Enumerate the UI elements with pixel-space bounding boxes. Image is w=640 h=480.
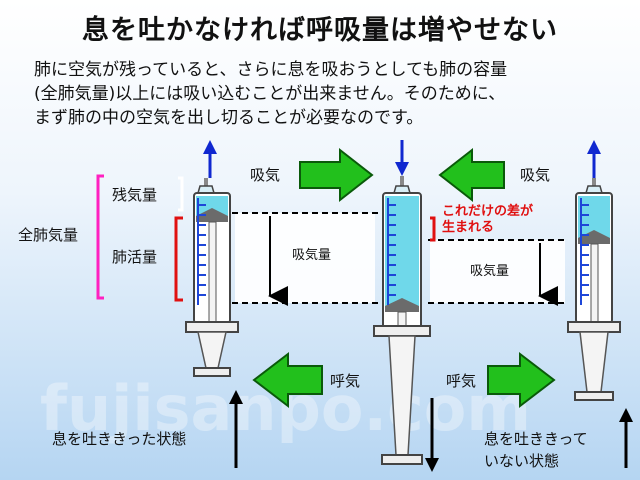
state-label-not-exhaled-line-2: いない状態 bbox=[484, 452, 560, 470]
inhale-arrow-right-to-middle bbox=[438, 147, 505, 203]
syringe-exhaled bbox=[185, 178, 239, 377]
difference-bracket bbox=[430, 216, 436, 242]
exhale-label-left: 呼気 bbox=[330, 372, 361, 390]
airflow-up-arrow-left bbox=[203, 140, 217, 178]
inhale-label-right: 吸気 bbox=[520, 166, 551, 184]
total-capacity-bracket bbox=[96, 174, 104, 300]
exhale-arrow-middle-to-right bbox=[487, 351, 556, 409]
exhale-label-right: 呼気 bbox=[446, 372, 477, 390]
intro-line-1: 肺に空気が残っていると、さらに息を吸おうとしても肺の容量 bbox=[34, 60, 508, 80]
airflow-down-arrow-middle bbox=[395, 140, 409, 176]
vital-capacity-bracket bbox=[174, 216, 183, 302]
airflow-up-arrow-right bbox=[587, 140, 601, 178]
exhale-arrow-middle-to-left bbox=[252, 351, 323, 409]
inhale-arrow-left-to-middle bbox=[299, 147, 374, 203]
syringe-full-inhale bbox=[373, 176, 431, 465]
difference-label-line-1: これだけの差が bbox=[442, 204, 534, 219]
difference-label-line-2: 生まれる bbox=[442, 220, 495, 235]
tidal-volume-label-left: 吸気量 bbox=[292, 248, 332, 263]
total-capacity-label: 全肺気量 bbox=[18, 226, 79, 244]
tidal-volume-label-right: 吸気量 bbox=[470, 264, 510, 279]
syringe-partial-exhale bbox=[567, 178, 621, 401]
inhale-label-left: 吸気 bbox=[250, 166, 281, 184]
difference-label: これだけの差が 生まれる bbox=[442, 204, 533, 236]
intro-text: 肺に空気が残っていると、さらに息を吸おうとしても肺の容量 (全肺気量)以上には吸… bbox=[34, 58, 634, 130]
residual-volume-label: 残気量 bbox=[112, 186, 158, 204]
push-up-arrow-left bbox=[229, 390, 243, 468]
pull-down-arrow-middle bbox=[425, 398, 439, 472]
page-title: 息を吐かなければ呼吸量は増やせない bbox=[82, 15, 558, 46]
state-label-not-exhaled-line-1: 息を吐ききって bbox=[484, 430, 588, 448]
push-up-arrow-right bbox=[619, 408, 633, 468]
residual-volume-bracket bbox=[178, 176, 184, 212]
state-label-exhaled: 息を吐ききった状態 bbox=[52, 430, 187, 448]
tidal-volume-box-left bbox=[232, 212, 378, 306]
tidal-volume-box-right bbox=[428, 239, 568, 306]
intro-line-2: (全肺気量)以上には吸い込むことが出来ません。そのために、 bbox=[34, 84, 506, 104]
intro-line-3: まず肺の中の空気を出し切ることが必要なのです。 bbox=[34, 108, 424, 128]
vital-capacity-label: 肺活量 bbox=[112, 248, 158, 266]
state-label-not-exhaled: 息を吐ききって いない状態 bbox=[484, 428, 588, 472]
